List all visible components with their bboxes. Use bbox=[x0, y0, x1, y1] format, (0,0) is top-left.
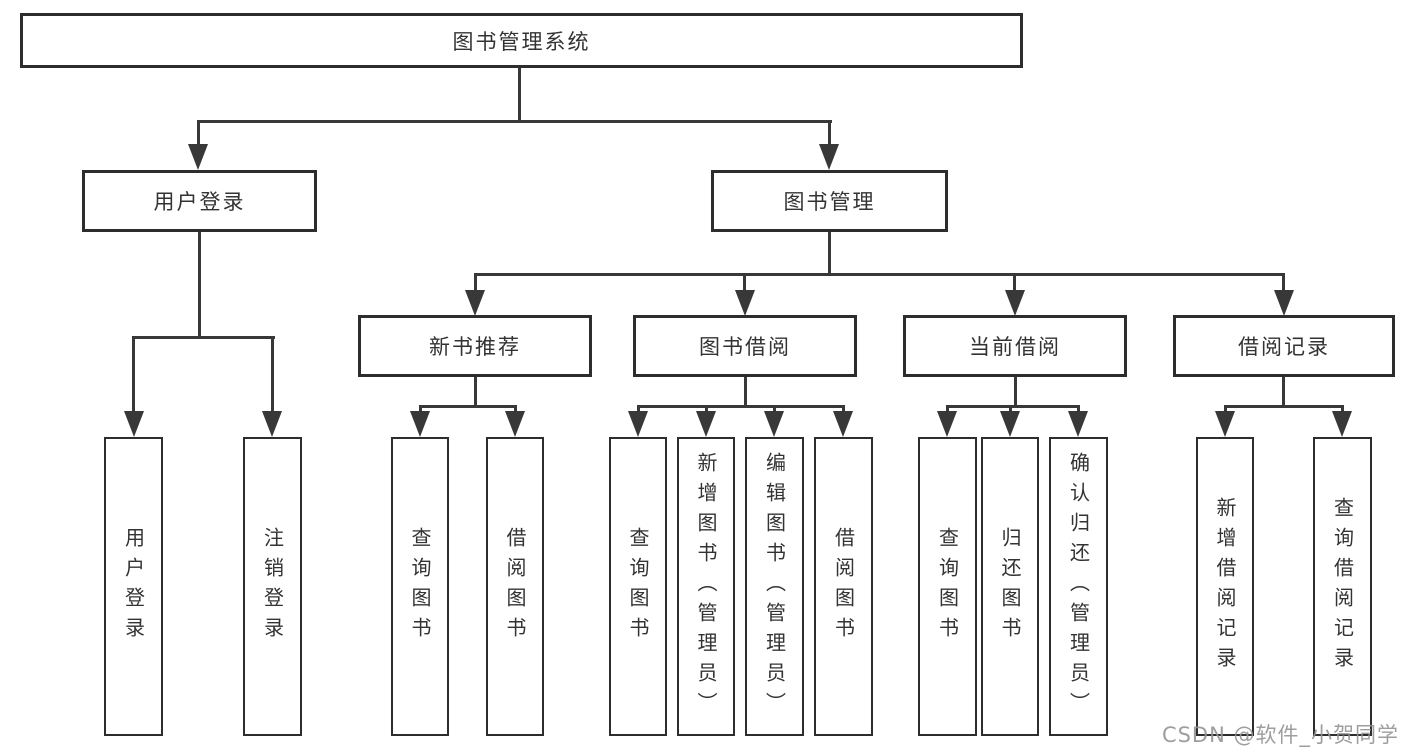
arrow-down-icon bbox=[628, 411, 648, 437]
node-book-borrowing: 图书借阅 bbox=[633, 315, 857, 377]
connector-current-borrowing-trunk bbox=[1014, 377, 1017, 408]
connector-drop bbox=[637, 405, 640, 415]
connector-drop bbox=[705, 405, 708, 415]
node-cb-query-books: 查询图书 bbox=[918, 437, 977, 736]
node-book-management: 图书管理 bbox=[711, 170, 948, 232]
connector-drop-borrowing-records bbox=[1282, 273, 1285, 299]
connector-book-borrowing-trunk bbox=[744, 377, 747, 408]
arrow-down-icon bbox=[1274, 290, 1294, 316]
node-bb-query-books: 查询图书 bbox=[609, 437, 667, 736]
arrow-down-icon bbox=[1215, 411, 1235, 437]
connector-root-rail bbox=[197, 120, 832, 123]
node-login: 用户登录 bbox=[104, 437, 163, 736]
arrow-down-icon bbox=[833, 411, 853, 437]
arrow-down-icon bbox=[124, 411, 144, 437]
arrow-down-icon bbox=[764, 411, 784, 437]
node-br-add-record: 新增借阅记录 bbox=[1196, 437, 1254, 736]
connector-book-borrowing-rail bbox=[637, 405, 845, 408]
node-logout: 注销登录 bbox=[243, 437, 302, 736]
connector-drop bbox=[1077, 405, 1080, 415]
node-user-login: 用户登录 bbox=[82, 170, 317, 232]
connector-root-trunk bbox=[518, 68, 521, 123]
connector-book-management-rail bbox=[474, 273, 1285, 276]
arrow-down-icon bbox=[465, 290, 485, 316]
connector-user-login-trunk bbox=[198, 232, 201, 339]
connector-drop-user-login bbox=[197, 120, 200, 150]
arrow-down-icon bbox=[410, 411, 430, 437]
arrow-down-icon bbox=[262, 411, 282, 437]
connector-drop-new-book-recommend bbox=[474, 273, 477, 299]
node-bb-borrow-books: 借阅图书 bbox=[814, 437, 873, 736]
connector-user-login-rail bbox=[132, 336, 275, 339]
arrow-down-icon bbox=[937, 411, 957, 437]
csdn-watermark: CSDN @软件_小贺同学 bbox=[1161, 723, 1399, 747]
connector-drop bbox=[842, 405, 845, 415]
connector-drop-login bbox=[132, 336, 135, 416]
node-borrowing-records: 借阅记录 bbox=[1173, 315, 1395, 377]
connector-drop bbox=[1009, 405, 1012, 415]
connector-new-book-recommend-rail bbox=[419, 405, 516, 408]
connector-drop-current-borrowing bbox=[1013, 273, 1016, 299]
arrow-down-icon bbox=[1000, 411, 1020, 437]
connector-drop-book-borrowing bbox=[743, 273, 746, 299]
node-br-query-record: 查询借阅记录 bbox=[1313, 437, 1372, 736]
arrow-down-icon bbox=[1068, 411, 1088, 437]
connector-borrowing-records-rail bbox=[1224, 405, 1344, 408]
arrow-down-icon bbox=[735, 290, 755, 316]
node-bb-edit-books-admin: 编辑图书（管理员） bbox=[745, 437, 804, 736]
node-nbr-query-books: 查询图书 bbox=[391, 437, 449, 736]
connector-drop-book-management bbox=[828, 120, 831, 150]
node-cb-return-books: 归还图书 bbox=[981, 437, 1039, 736]
node-current-borrowing: 当前借阅 bbox=[903, 315, 1127, 377]
arrow-down-icon bbox=[1005, 290, 1025, 316]
node-new-book-recommend: 新书推荐 bbox=[358, 315, 592, 377]
connector-borrowing-records-trunk bbox=[1282, 377, 1285, 408]
node-library-management-system: 图书管理系统 bbox=[20, 13, 1023, 68]
connector-drop bbox=[514, 405, 517, 415]
connector-drop bbox=[773, 405, 776, 415]
arrow-down-icon bbox=[819, 144, 839, 170]
arrow-down-icon bbox=[696, 411, 716, 437]
connector-drop bbox=[1341, 405, 1344, 415]
arrow-down-icon bbox=[188, 144, 208, 170]
node-bb-add-books-admin: 新增图书（管理员） bbox=[677, 437, 735, 736]
connector-drop bbox=[1224, 405, 1227, 415]
connector-new-book-recommend-trunk bbox=[474, 377, 477, 408]
connector-drop-logout bbox=[271, 336, 274, 416]
node-nbr-borrow-books: 借阅图书 bbox=[486, 437, 544, 736]
arrow-down-icon bbox=[505, 411, 525, 437]
arrow-down-icon bbox=[1332, 411, 1352, 437]
node-cb-confirm-return-admin: 确认归还（管理员） bbox=[1049, 437, 1108, 736]
connector-drop bbox=[419, 405, 422, 415]
connector-current-borrowing-rail bbox=[946, 405, 1080, 408]
connector-drop bbox=[946, 405, 949, 415]
connector-book-management-trunk bbox=[828, 232, 831, 276]
